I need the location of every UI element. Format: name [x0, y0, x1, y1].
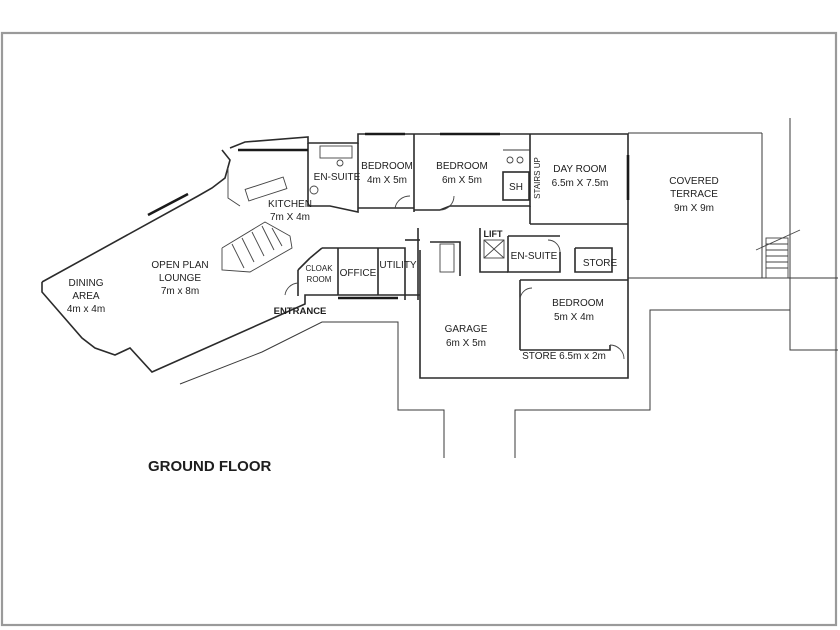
office-name: OFFICE — [340, 268, 377, 279]
kitchen-size: 7m X 4m — [270, 212, 310, 223]
bedroom-3-size: 5m X 4m — [554, 312, 594, 323]
store-2-name: STORE 6.5m x 2m — [522, 351, 606, 362]
dining-name-2: AREA — [72, 291, 100, 302]
room-labels: DINING AREA 4m x 4m OPEN PLAN LOUNGE 7m … — [67, 157, 719, 475]
stairs-up-label: STAIRS UP — [533, 157, 542, 199]
exterior-walls — [41, 133, 629, 379]
floor-title: GROUND FLOOR — [148, 458, 271, 475]
terrace-name-2: TERRACE — [670, 189, 718, 200]
terrace-steps — [755, 133, 801, 279]
utility-name: UTILITY — [379, 260, 417, 271]
shower-label: SH — [509, 182, 523, 193]
cloak-name-2: ROOM — [307, 275, 332, 284]
garage-size: 6m X 5m — [446, 338, 486, 349]
entrance-label: ENTRANCE — [274, 306, 327, 317]
bedroom-3-name: BEDROOM — [552, 298, 604, 309]
dining-size: 4m x 4m — [67, 304, 105, 315]
ensuite-1-name: EN-SUITE — [314, 172, 361, 183]
day-room-name: DAY ROOM — [553, 164, 607, 175]
bedroom-2-size: 6m X 5m — [442, 175, 482, 186]
drawing-frame — [0, 31, 838, 627]
garage-name: GARAGE — [445, 324, 488, 335]
staircase — [221, 221, 293, 273]
dining-name-1: DINING — [69, 278, 104, 289]
lounge-size: 7m x 8m — [161, 286, 199, 297]
bedroom-1-name: BEDROOM — [361, 161, 413, 172]
kitchen-fixtures — [227, 168, 288, 207]
terrace-name-1: COVERED — [669, 176, 718, 187]
day-room-size: 6.5m X 7.5m — [552, 178, 609, 189]
lounge-name-1: OPEN PLAN — [151, 260, 208, 271]
cloak-name-1: CLOAK — [305, 264, 333, 273]
bathroom-fixtures — [309, 145, 524, 273]
ensuite-2-name: EN-SUITE — [511, 251, 558, 262]
lift-label: LIFT — [484, 229, 503, 239]
doors — [284, 195, 625, 360]
interior-walls — [297, 134, 628, 351]
site-boundary — [179, 118, 838, 458]
terrace-size: 9m X 9m — [674, 203, 714, 214]
bedroom-1-size: 4m X 5m — [367, 175, 407, 186]
kitchen-name: KITCHEN — [268, 199, 312, 210]
windows — [147, 132, 630, 300]
store-1-name: STORE — [583, 258, 618, 269]
lounge-name-2: LOUNGE — [159, 273, 202, 284]
bedroom-2-name: BEDROOM — [436, 161, 488, 172]
